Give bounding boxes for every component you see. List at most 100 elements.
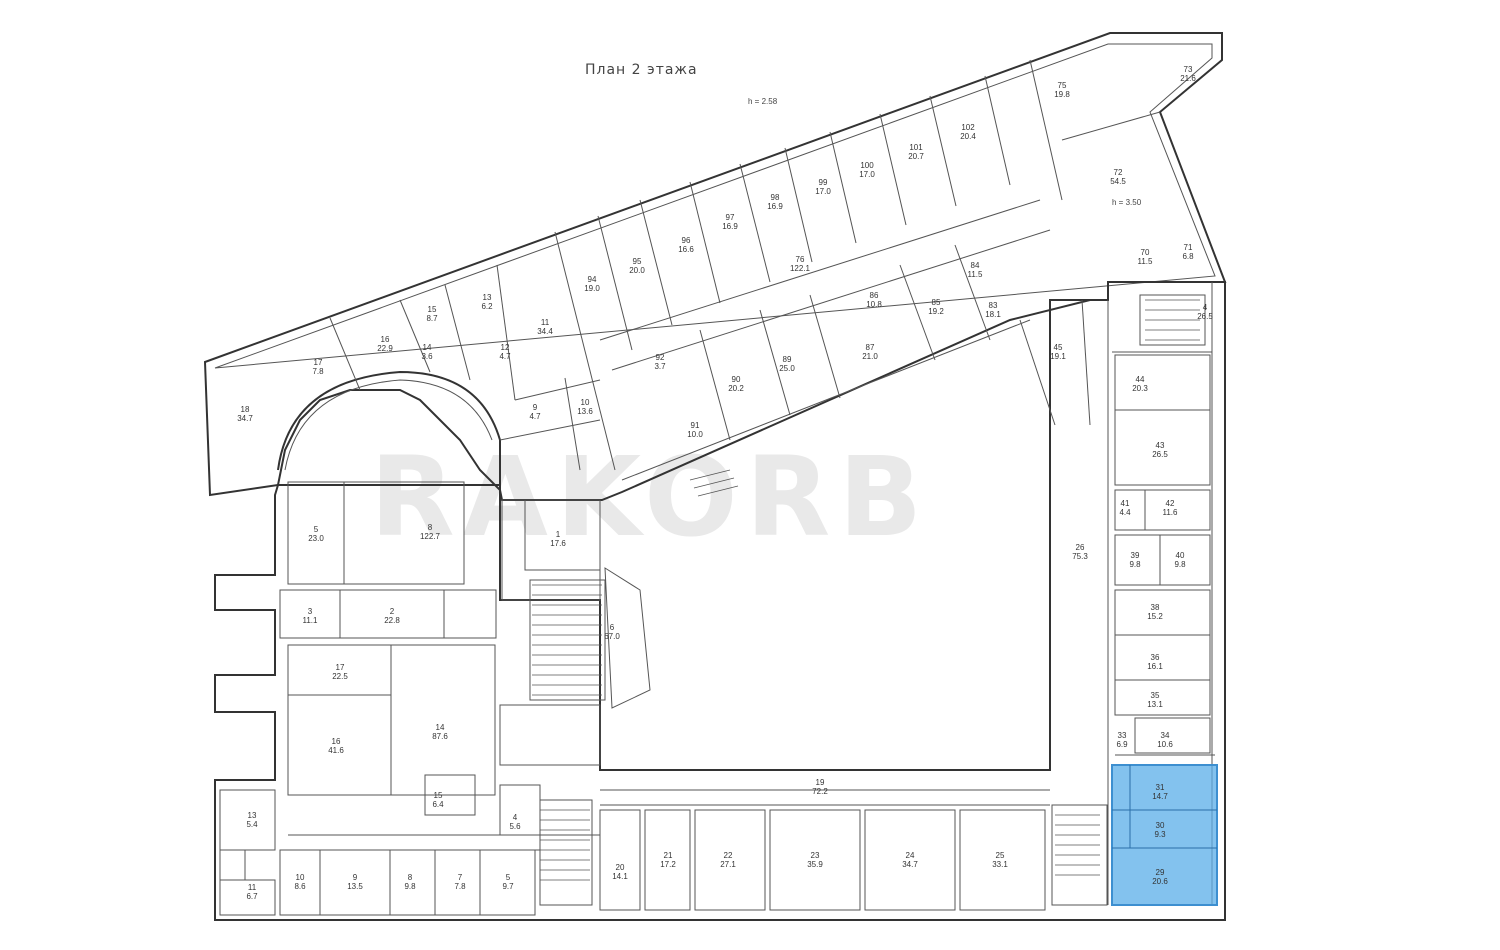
room-area: 6.7 [246,892,258,901]
room-area: 122.7 [420,532,441,541]
room-number: 3 [308,607,313,616]
room-number: 21 [664,851,673,860]
room-area: 9.8 [1129,560,1141,569]
room-area: 20.0 [629,266,645,275]
room-number: 13 [248,811,257,820]
room-area: 6.9 [1116,740,1128,749]
room-area: 16.6 [678,245,694,254]
room-area: 16.9 [722,222,738,231]
room-area: 33.1 [992,860,1008,869]
room-number: 43 [1156,441,1165,450]
room-area: 20.3 [1132,384,1148,393]
room-area: 23.0 [308,534,324,543]
room-number: 83 [989,301,998,310]
height-upper: h = 2.58 [748,97,778,106]
room-number: 98 [771,193,780,202]
room-number: 84 [971,261,980,270]
round-hall [277,370,501,485]
room-area: 9.8 [404,882,416,891]
room-number: 100 [860,161,874,170]
room-number: 9 [533,403,538,412]
room-number: 40 [1176,551,1185,560]
room-number: 22 [724,851,733,860]
highlighted-rooms[interactable] [1111,764,1218,906]
room-number: 23 [811,851,820,860]
room-number: 14 [423,343,432,352]
room-area: 20.4 [960,132,976,141]
room-area: 22.9 [377,344,393,353]
room-area: 14.7 [1152,792,1168,801]
room-number: 70 [1141,248,1150,257]
room-number: 14 [436,723,445,732]
room-area: 41.6 [328,746,344,755]
room-number: 17 [336,663,345,672]
room-area: 19.8 [1054,90,1070,99]
room-area: 18.1 [985,310,1001,319]
room-number: 13 [483,293,492,302]
room-number: 76 [796,255,805,264]
room-number: 73 [1184,65,1193,74]
room-number: 4 [1203,303,1208,312]
room-number: 9 [353,873,358,882]
room-area: 54.5 [1110,177,1126,186]
room-number: 6 [610,623,615,632]
room-number: 35 [1151,691,1160,700]
room-area: 34.7 [237,414,253,423]
room-number: 36 [1151,653,1160,662]
room-area: 35.9 [807,860,823,869]
upper-wing-partitions [329,59,1161,481]
room-area: 11.5 [1138,257,1154,266]
room-area: 17.0 [859,170,875,179]
room-area: 17.6 [550,539,566,548]
room-area: 34.7 [902,860,918,869]
room-number: 92 [656,353,665,362]
room-area: 5.6 [509,822,521,831]
room-area: 67.0 [604,632,620,641]
plan-title: План 2 этажа [585,62,698,78]
room-number: 8 [428,523,433,532]
room-number: 16 [381,335,390,344]
room-area: 11.5 [968,270,984,279]
room-number: 33 [1118,731,1127,740]
room-labels: 1834.7177.81622.9158.7143.6136.2124.7113… [237,65,1213,901]
room-number: 97 [726,213,735,222]
room-area: 15.2 [1147,612,1163,621]
room-number: 15 [434,791,443,800]
room-area: 7.8 [454,882,466,891]
bottom-row-partitions [599,789,1050,911]
room-area: 26.5 [1152,450,1168,459]
room-number: 45 [1054,343,1063,352]
room-number: 10 [581,398,590,407]
room-number: 26 [1076,543,1085,552]
height-right: h = 3.50 [1112,198,1142,207]
room-number: 34 [1161,731,1170,740]
room-area: 72.2 [812,787,828,796]
room-area: 10.0 [687,430,703,439]
room-area: 17.2 [660,860,676,869]
room-number: 11 [248,883,257,892]
room-area: 9.8 [1174,560,1186,569]
room-area: 20.6 [1152,877,1168,886]
room-area: 4.4 [1119,508,1131,517]
room-area: 4.7 [529,412,541,421]
room-area: 87.6 [432,732,448,741]
room-number: 41 [1121,499,1130,508]
stairs [532,294,1206,906]
room-area: 13.6 [577,407,593,416]
room-number: 11 [541,318,550,327]
room-area: 3.7 [654,362,666,371]
room-number: 12 [501,343,510,352]
room-area: 10.8 [866,300,882,309]
room-area: 21.0 [862,352,878,361]
room-area: 10.6 [1157,740,1173,749]
room-number: 16 [332,737,341,746]
room-area: 5.4 [246,820,258,829]
room-number: 90 [732,375,741,384]
room-number: 18 [241,405,250,414]
room-area: 8.7 [426,314,438,323]
room-area: 22.8 [384,616,400,625]
room-number: 75 [1058,81,1067,90]
room-number: 7 [458,873,463,882]
room-area: 20.2 [728,384,744,393]
room-number: 101 [909,143,923,152]
